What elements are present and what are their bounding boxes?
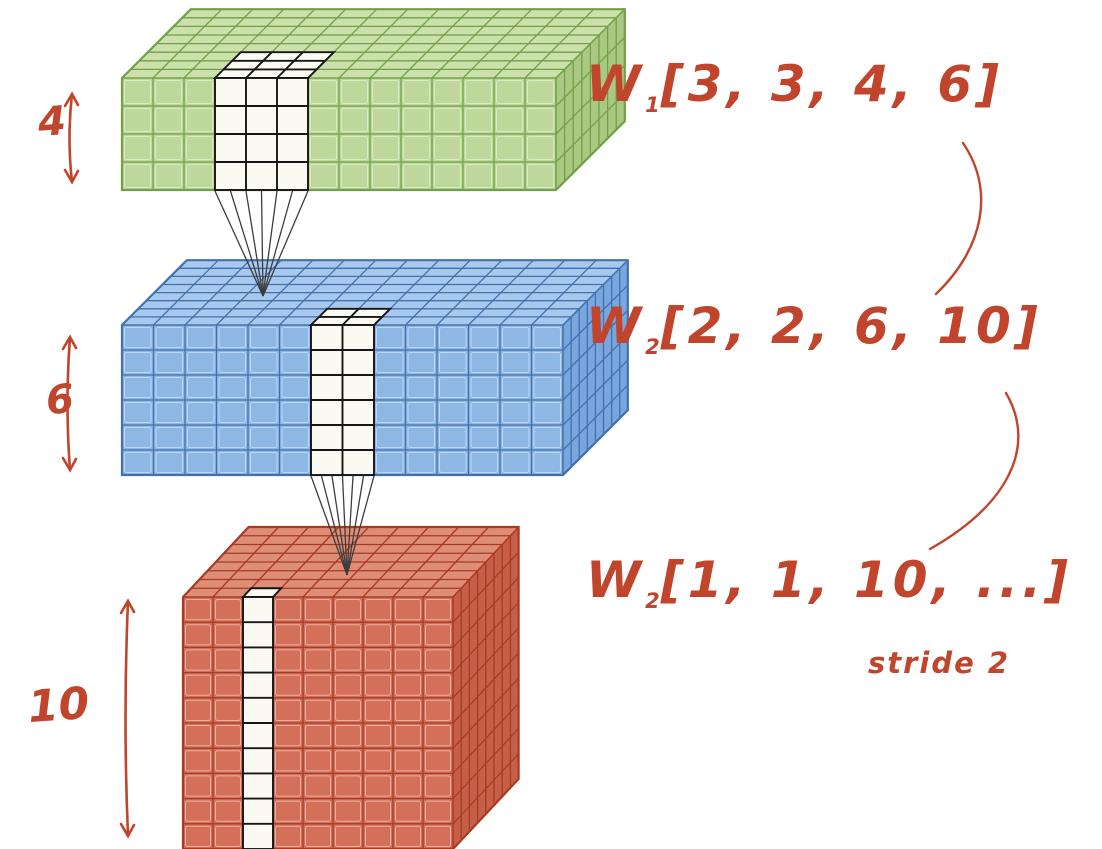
formula-w3-dims: [1, 1, 10, ...]	[660, 551, 1072, 609]
blue-depth-label: 6	[44, 376, 76, 424]
formula-w2-dims: [2, 2, 6, 10]	[660, 297, 1042, 355]
blue-receptive-field	[308, 307, 393, 476]
red-depth-label: 10	[26, 677, 91, 734]
formula-w1: W1[3, 3, 4, 6]	[586, 52, 1003, 119]
formula-w1-base: W	[586, 55, 646, 113]
w1-to-w2-connector	[934, 141, 983, 296]
formula-w2-base: W	[586, 297, 646, 355]
red-tensor-block	[181, 525, 520, 849]
green-receptive-field	[212, 51, 337, 191]
green-tensor-block	[120, 8, 626, 192]
formula-w1-dims: [3, 3, 4, 6]	[660, 55, 1003, 113]
stride-note: stride 2	[868, 646, 1011, 680]
blue-depth-arrow	[61, 334, 78, 473]
formula-w1-subscript: 1	[645, 93, 661, 117]
green-depth-arrow	[63, 91, 80, 185]
green-depth-label: 4	[36, 98, 68, 146]
blue-conv-funnel	[310, 475, 375, 576]
formula-w3-subscript: 2	[645, 589, 661, 613]
formula-w3: W2[1, 1, 10, ...]	[586, 548, 1072, 615]
red-receptive-field	[240, 587, 284, 849]
formula-w3-base: W	[586, 551, 646, 609]
formula-w2: W2[2, 2, 6, 10]	[586, 294, 1042, 361]
green-conv-funnel	[214, 190, 309, 297]
red-depth-arrow	[119, 598, 136, 839]
formula-w2-subscript: 2	[645, 335, 661, 359]
blue-tensor-block	[120, 259, 629, 477]
w2-to-w3-connector	[928, 391, 1020, 551]
